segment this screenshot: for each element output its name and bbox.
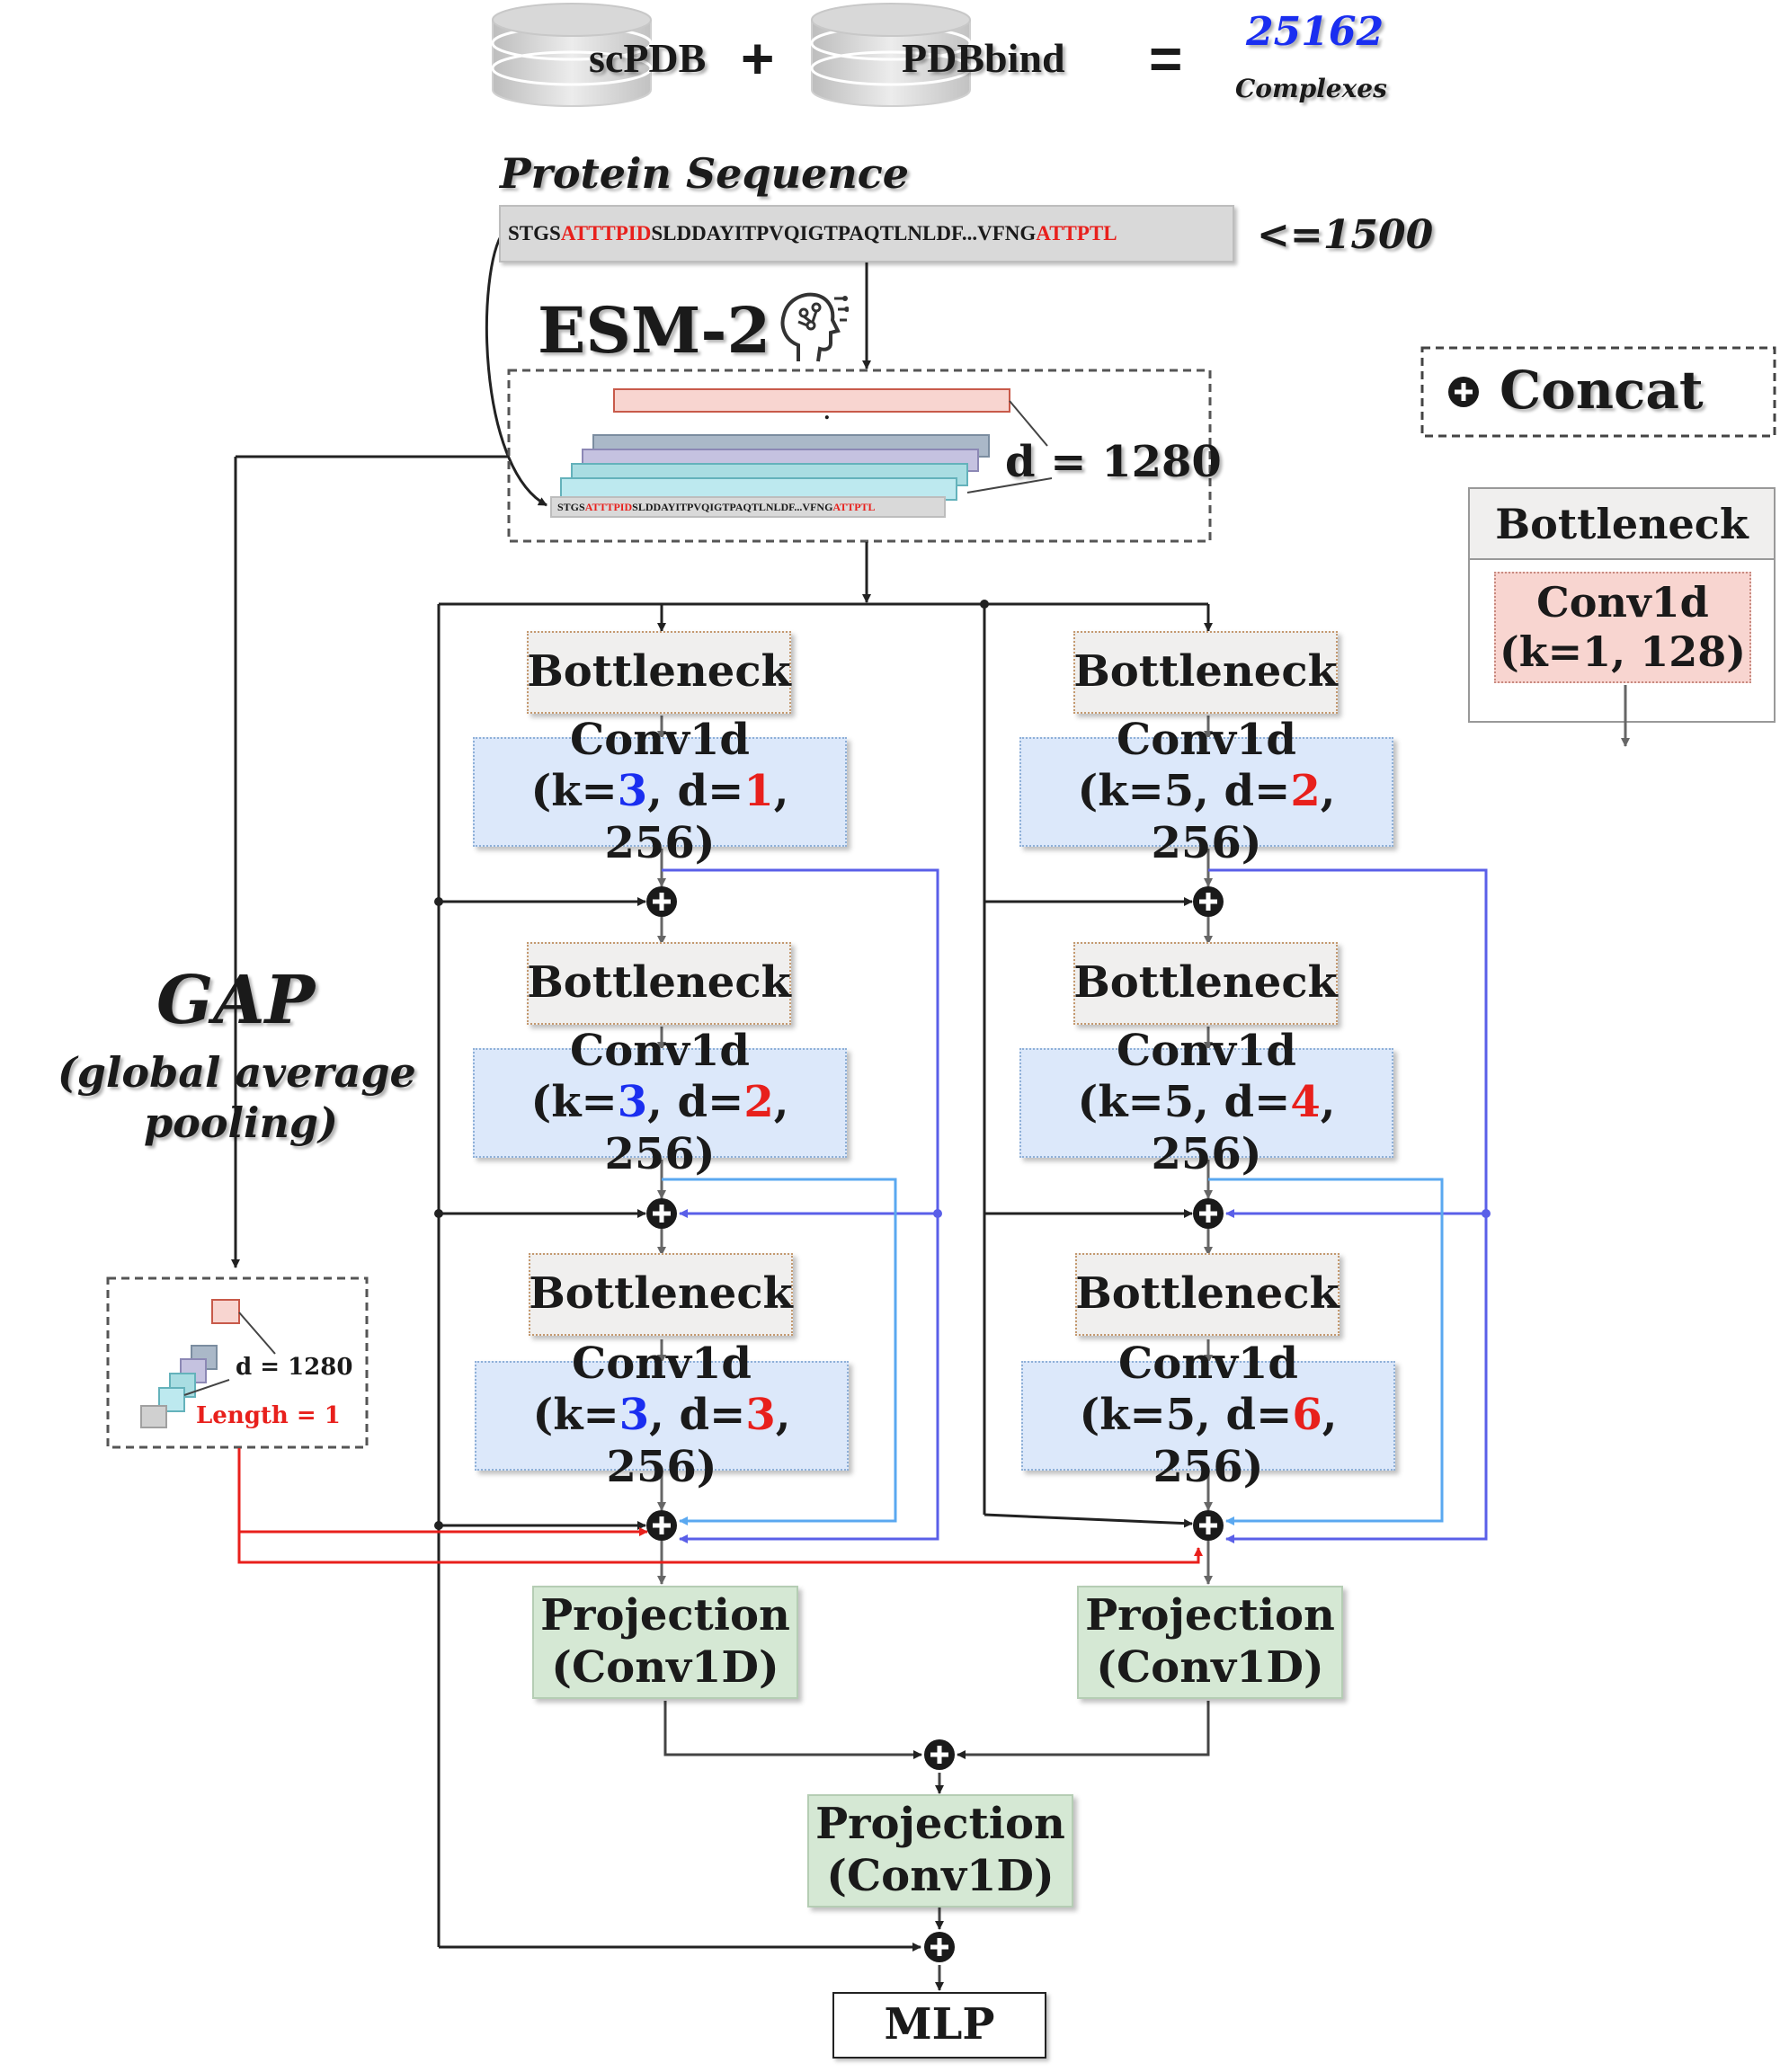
concat-node-l2	[646, 1198, 677, 1229]
left-conv1d-2: Conv1d (k=3, d=2, 256)	[473, 1026, 847, 1179]
seq-segment-2: ATTTPID	[560, 222, 652, 245]
right-conv1d-3-params: (k=5, d=6, 256)	[1079, 1390, 1338, 1492]
gap-subtitle-line2: pooling)	[144, 1098, 338, 1147]
concat-node-r2	[1193, 1198, 1224, 1229]
db-label-scpdb: scPDB	[589, 35, 707, 81]
left-conv1d-1-params: (k=3, d=1, 256)	[530, 766, 789, 868]
left-conv1d-3: Conv1d (k=3, d=3, 256)	[475, 1338, 849, 1492]
concat-legend-box	[1420, 346, 1776, 438]
gap-red-arrows	[237, 1448, 1203, 1564]
concat-node-l3	[646, 1510, 677, 1541]
bottleneck-legend-conv: Conv1d (k=1, 128)	[1494, 572, 1751, 683]
embedding-stack	[560, 388, 1053, 501]
esm-seq-segment-4: ATTPTL	[832, 500, 876, 513]
left-projection-line2: (Conv1D)	[551, 1642, 779, 1693]
gap-box	[106, 1276, 369, 1449]
right-projection: Projection (Conv1D)	[1077, 1586, 1343, 1699]
mlp-box: MLP	[832, 1992, 1046, 2059]
right-conv1d-3-name: Conv1d	[1118, 1338, 1298, 1389]
equals-sign: =	[1149, 26, 1183, 91]
seq-segment-4: ATTPTL	[1036, 222, 1117, 245]
bottleneck-legend-conv-line2: (k=1, 128)	[1499, 627, 1746, 676]
complex-count: 25162	[1246, 9, 1384, 55]
left-bottleneck-1: Bottleneck	[527, 631, 791, 714]
left-skip-light	[662, 1178, 897, 1525]
left-bottleneck-2: Bottleneck	[527, 942, 791, 1025]
right-conv1d-2-name: Conv1d	[1117, 1025, 1296, 1076]
concat-node-final	[924, 1932, 955, 1962]
gap-length-label: Length = 1	[196, 1402, 341, 1429]
left-conv1d-1: Conv1d (k=3, d=1, 256)	[473, 715, 847, 868]
merge-projection-line1: Projection	[815, 1799, 1065, 1850]
right-conv1d-1-params: (k=5, d=2, 256)	[1077, 766, 1336, 868]
right-bottleneck-2: Bottleneck	[1073, 942, 1338, 1025]
right-projection-line1: Projection	[1085, 1590, 1335, 1641]
merge-projection: Projection (Conv1D)	[807, 1794, 1073, 1907]
bottleneck-legend-title: Bottleneck	[1495, 500, 1749, 548]
esm2-title: ESM-2	[538, 293, 771, 368]
protein-sequence-title: Protein Sequence	[500, 149, 910, 198]
left-projection: Projection (Conv1D)	[532, 1586, 798, 1699]
brain-ai-icon	[771, 286, 850, 367]
merge-projection-line2: (Conv1D)	[826, 1851, 1055, 1901]
left-conv1d-3-params: (k=3, d=3, 256)	[532, 1390, 791, 1492]
database-icon-scpdb	[491, 3, 653, 107]
gap-embedding-icon	[140, 1299, 276, 1428]
bottleneck-legend-conv-line1: Conv1d	[1536, 577, 1709, 627]
gap-title: GAP	[156, 962, 316, 1039]
concat-nodes	[646, 886, 1224, 1962]
right-conv1d-3: Conv1d (k=5, d=6, 256)	[1021, 1338, 1395, 1492]
concat-legend-icon	[1448, 377, 1479, 407]
left-conv1d-3-name: Conv1d	[572, 1338, 752, 1389]
db-label-pdbbind: PDBbind	[902, 35, 1065, 81]
gap-subtitle-line1: (global average	[58, 1048, 416, 1097]
concat-legend-label: Concat	[1500, 360, 1704, 421]
esm-seq-segment-1: STGS	[557, 500, 585, 513]
seq-curve-arrow	[485, 231, 547, 507]
plus-sign: +	[741, 26, 775, 91]
right-skip-light	[1208, 1178, 1444, 1525]
esm-seq-segment-3: SLDDAYITPVQIGTPAQTLNLDF...VFNG	[632, 500, 833, 513]
right-conv1d-1: Conv1d (k=5, d=2, 256)	[1019, 715, 1393, 868]
complex-count-label: Complexes	[1235, 74, 1387, 103]
seq-segment-1: STGS	[508, 222, 561, 245]
right-bottleneck-1: Bottleneck	[1073, 631, 1338, 714]
right-conv1d-2-params: (k=5, d=4, 256)	[1077, 1077, 1336, 1179]
esm-dots: .	[823, 401, 831, 424]
right-projection-line2: (Conv1D)	[1096, 1642, 1324, 1693]
sequence-length-limit: <=1500	[1257, 212, 1434, 258]
esm-dim-label: d = 1280	[1005, 437, 1222, 487]
concat-node-l1	[646, 886, 677, 917]
right-bottleneck-3: Bottleneck	[1075, 1253, 1340, 1336]
concat-node-merge	[924, 1739, 955, 1770]
database-icon-pdbbind	[810, 3, 972, 107]
left-projection-line1: Projection	[540, 1590, 790, 1641]
concat-node-r1	[1193, 886, 1224, 917]
left-conv1d-1-name: Conv1d	[570, 714, 750, 765]
left-bottleneck-3: Bottleneck	[529, 1253, 793, 1336]
esm-seq-segment-2: ATTTPID	[584, 500, 633, 513]
right-conv1d-1-name: Conv1d	[1117, 714, 1296, 765]
right-conv1d-2: Conv1d (k=5, d=4, 256)	[1019, 1026, 1393, 1179]
concat-node-r3	[1193, 1510, 1224, 1541]
left-conv1d-2-name: Conv1d	[570, 1025, 750, 1076]
seq-segment-3: SLDDAYITPVQIGTPAQTLNLDF...VFNG	[651, 222, 1037, 245]
gap-dim-label: d = 1280	[236, 1354, 353, 1381]
left-conv1d-2-params: (k=3, d=2, 256)	[530, 1077, 789, 1179]
merge-arrows	[663, 1701, 1210, 1991]
